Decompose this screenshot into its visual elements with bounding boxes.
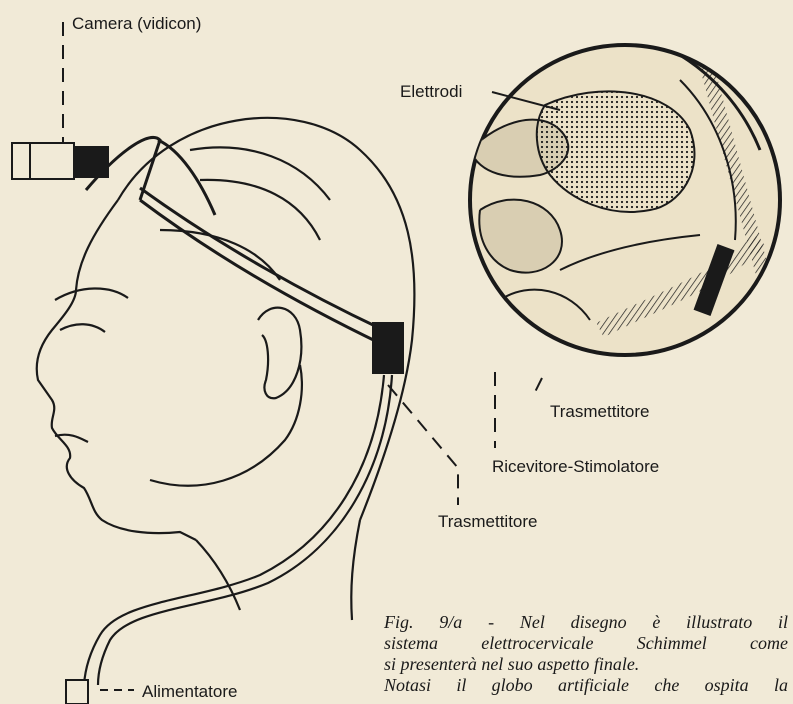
label-transmitter-inset: Trasmettitore: [550, 402, 650, 421]
label-transmitter-head: Trasmettitore: [438, 512, 538, 531]
eyebrow: [55, 288, 128, 300]
ear: [258, 308, 301, 399]
label-receiver-stimulator: Ricevitore-Stimolatore: [492, 457, 659, 476]
transmitter-box: [372, 322, 404, 374]
label-camera: Camera (vidicon): [72, 14, 201, 33]
headgear-straps: [86, 137, 392, 348]
transmitter-inset-leader: [532, 378, 542, 398]
hair-stroke: [200, 180, 320, 240]
neck-back: [351, 520, 360, 620]
caption-line: Notasi il globo artificiale che ospita l…: [384, 675, 788, 696]
power-supply-box: [66, 680, 88, 704]
figure-caption: Fig. 9/a - Nel disegno è illustrato il s…: [384, 612, 788, 696]
face-profile: [37, 200, 196, 540]
caption-line: sistema elettrocervicale Schimmel come: [384, 633, 788, 654]
label-power-supply: Alimentatore: [142, 682, 237, 701]
eye: [60, 324, 105, 332]
camera-vidicon: [12, 143, 108, 179]
jaw: [150, 365, 302, 486]
hair-stroke: [190, 147, 330, 200]
leader-lines: [63, 22, 542, 505]
label-electrodes: Elettrodi: [400, 82, 462, 101]
magnified-globe: [470, 40, 780, 355]
scalp-outline: [118, 118, 414, 520]
caption-line: Fig. 9/a - Nel disegno è illustrato il: [384, 612, 788, 633]
caption-line: si presenterà nel suo aspetto finale.: [384, 654, 788, 675]
transmitter-head-leader: [388, 385, 458, 505]
head-drawing: [37, 118, 415, 620]
